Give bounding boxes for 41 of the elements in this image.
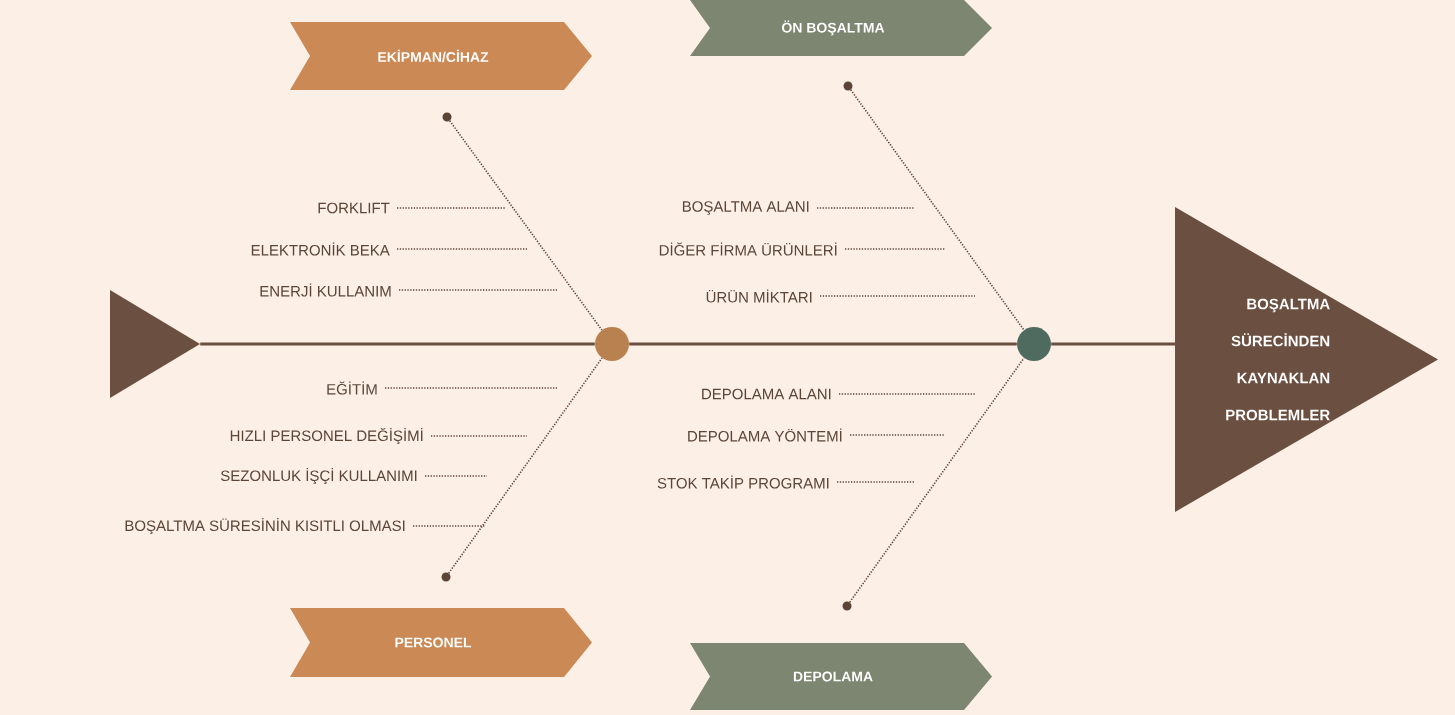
junction-circle <box>595 327 629 361</box>
bone-line <box>848 357 1025 603</box>
cause-label: HIZLI PERSONEL DEĞİŞİMİ <box>230 427 423 445</box>
leader-line <box>836 481 915 483</box>
bone-line <box>447 357 603 574</box>
cause-label: BOŞALTMA SÜRESİNİN KISITLI OLMASI <box>125 517 405 535</box>
leader-line <box>838 393 976 395</box>
cause-label: STOK TAKİP PROGRAMI <box>657 475 829 489</box>
cause-label: SEZONLUK İŞÇİ KULLANIMI <box>220 467 417 485</box>
category-banner: DEPOLAMA <box>690 643 992 710</box>
category-banner: EKİPMAN/CİHAZ <box>290 22 592 90</box>
spine-line <box>629 342 1017 346</box>
cause-label: ENERJİ KULLANIM <box>260 283 391 297</box>
cause-label: DEPOLAMA ALANI <box>702 388 831 400</box>
category-banner: PERSONEL <box>290 608 592 677</box>
leader-line <box>430 435 528 437</box>
tail-triangle <box>110 290 200 398</box>
leader-line <box>398 289 558 291</box>
junction-circle <box>1017 327 1051 361</box>
leader-line <box>396 248 528 250</box>
cause-label: EĞİTİM <box>327 381 377 395</box>
cause-label: FORKLIFT <box>318 202 390 214</box>
leader-line <box>384 387 558 389</box>
leader-line <box>849 434 946 436</box>
leader-line <box>412 525 486 527</box>
leader-line <box>396 207 506 209</box>
cause-label: ELEKTRONİK BEKA <box>251 242 390 256</box>
bone-line <box>849 89 1025 331</box>
leader-line <box>424 475 488 477</box>
category-banner: ÖN BOŞALTMA <box>690 0 992 56</box>
bone-line <box>448 120 603 331</box>
leader-line <box>844 248 946 250</box>
spine-line <box>200 342 595 346</box>
leader-line <box>819 295 976 297</box>
head-triangle: BOŞALTMA SÜRECİNDEN KAYNAKLAN PROBLEMLER <box>1175 207 1438 512</box>
cause-label: ÜRÜN MİKTARI <box>706 289 812 303</box>
cause-label: BOŞALTMA ALANI <box>682 201 809 215</box>
spine-line <box>1051 342 1175 346</box>
cause-label: DİĞER FİRMA ÜRÜNLERİ <box>659 242 837 256</box>
leader-line <box>816 207 915 209</box>
cause-label: DEPOLAMA YÖNTEMİ <box>688 428 842 442</box>
